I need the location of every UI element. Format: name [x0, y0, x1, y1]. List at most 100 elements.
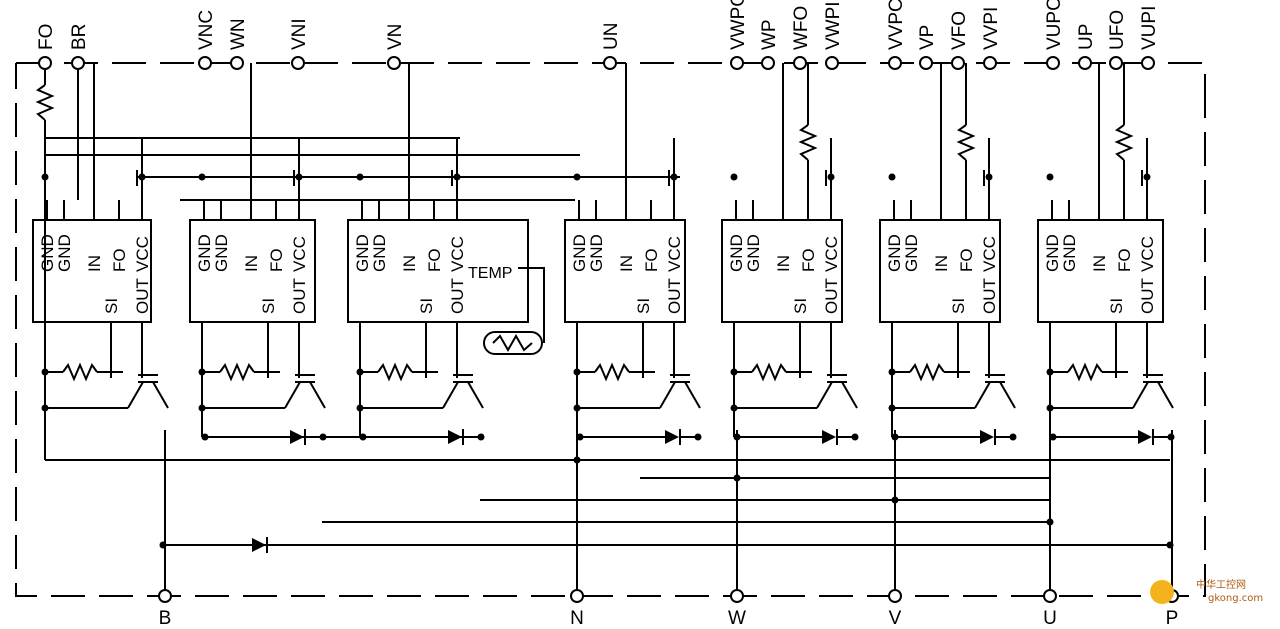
- ic-pin-label: VCC: [1138, 236, 1157, 272]
- top-pin-label: WP: [759, 19, 780, 50]
- ic-pin-label: VCC: [448, 236, 467, 272]
- freewheel-diode: [822, 430, 836, 444]
- brake-diode: [252, 538, 266, 552]
- ic-pin-label: GND: [885, 234, 904, 272]
- top-pin-label: UFO: [1107, 10, 1128, 50]
- top-pin-vn: VN: [385, 24, 406, 70]
- ic-pin-label: IN: [617, 255, 636, 272]
- pin-terminal: [1109, 56, 1123, 70]
- igbt-collector: [1157, 381, 1174, 409]
- freewheel-diode: [448, 430, 462, 444]
- junction-dot: [201, 433, 209, 441]
- junction-dot: [888, 404, 896, 412]
- junction-dot: [198, 173, 206, 181]
- top-pin-label: BR: [69, 24, 90, 50]
- igbt-collector: [684, 381, 701, 409]
- junction-dot: [733, 433, 741, 441]
- junction-dot: [1046, 368, 1054, 376]
- top-pin-label: UN: [601, 23, 622, 50]
- pin-terminal: [291, 56, 305, 70]
- bottom-pin-v: V: [888, 430, 902, 629]
- pin-terminal: [1141, 56, 1155, 70]
- pin-terminal: [825, 56, 839, 70]
- freewheel-diode: [980, 430, 994, 444]
- top-pin-label: UP: [1076, 24, 1097, 50]
- top-pin-vwpi: VWPI: [823, 1, 844, 70]
- igbt-collector: [309, 381, 326, 409]
- pin-terminal: [730, 589, 744, 603]
- pullup-resistor: [798, 124, 818, 161]
- watermark-url: gkong.com: [1208, 593, 1263, 604]
- junction-dot: [356, 404, 364, 412]
- ic-pin-label: IN: [400, 255, 419, 272]
- pin-terminal: [983, 56, 997, 70]
- junction-dot: [356, 368, 364, 376]
- gate-resistor: [377, 362, 413, 382]
- top-pin-un: UN: [601, 23, 622, 70]
- ic-pin-label: FO: [267, 248, 286, 272]
- pin-terminal: [761, 56, 775, 70]
- ic-pin-label: IN: [85, 255, 104, 272]
- ic-pin-label: GND: [570, 234, 589, 272]
- top-pin-vnc: VNC: [196, 10, 217, 70]
- ic-pin-label: GND: [38, 234, 57, 272]
- top-pin-vvpc: VVPC: [886, 0, 907, 70]
- bottom-pin-u: U: [1043, 430, 1057, 629]
- junction-dot: [138, 173, 146, 181]
- junction-dot: [356, 173, 364, 181]
- pin-terminal: [603, 56, 617, 70]
- junction-dot: [1046, 173, 1054, 181]
- freewheel-diode: [665, 430, 679, 444]
- igbt-emitter: [816, 381, 833, 409]
- junction-dot: [985, 173, 993, 181]
- junction-dot: [1046, 404, 1054, 412]
- ic-pin-label: FO: [957, 248, 976, 272]
- ic-pin-label: OUT: [665, 278, 684, 314]
- pin-terminal: [38, 56, 52, 70]
- ic-pin-label: SI: [949, 298, 968, 314]
- bottom-pin-label: W: [728, 608, 746, 629]
- top-pin-label: VNI: [289, 18, 310, 50]
- top-pin-label: VVPI: [981, 7, 1002, 50]
- top-pin-vni: VNI: [289, 18, 310, 70]
- bottom-pin-label: B: [159, 608, 172, 629]
- top-pin-label: VFO: [949, 11, 970, 50]
- top-pin-vupi: VUPI: [1139, 6, 1160, 70]
- igbt-emitter: [284, 381, 301, 409]
- ic-pin-label: IN: [242, 255, 261, 272]
- ic-pin-label: VCC: [980, 236, 999, 272]
- top-pin-label: VUPC: [1044, 0, 1065, 50]
- ic-pin-label: GND: [587, 234, 606, 272]
- top-pin-label: VP: [917, 25, 938, 50]
- ic-pin-label: IN: [1090, 255, 1109, 272]
- ic-pin-label: GND: [1043, 234, 1062, 272]
- junction-dot: [1049, 433, 1057, 441]
- pin-terminal: [951, 56, 965, 70]
- junction-dot: [573, 173, 581, 181]
- bottom-pin-label: U: [1043, 608, 1057, 629]
- ic-pin-label: SI: [791, 298, 810, 314]
- junction-dot: [295, 173, 303, 181]
- ic-pin-label: SI: [259, 298, 278, 314]
- top-pin-label: VWPI: [823, 1, 844, 50]
- ic-body: [879, 219, 1001, 323]
- bottom-pin-label: N: [570, 608, 584, 629]
- pin-terminal: [1078, 56, 1092, 70]
- igbt-emitter: [1132, 381, 1149, 409]
- junction-dot: [1167, 433, 1175, 441]
- ic-pin-label: OUT: [980, 278, 999, 314]
- top-pin-up: UP: [1076, 24, 1097, 70]
- junction-dot: [1009, 433, 1017, 441]
- ic-pin-label: FO: [1115, 248, 1134, 272]
- bottom-pin-w: W: [728, 430, 746, 629]
- junction-dot: [888, 368, 896, 376]
- fo-resistor: [35, 84, 55, 121]
- pin-terminal: [387, 56, 401, 70]
- top-pin-wp: WP: [759, 19, 780, 70]
- junction-dot: [576, 433, 584, 441]
- junction-dot: [573, 368, 581, 376]
